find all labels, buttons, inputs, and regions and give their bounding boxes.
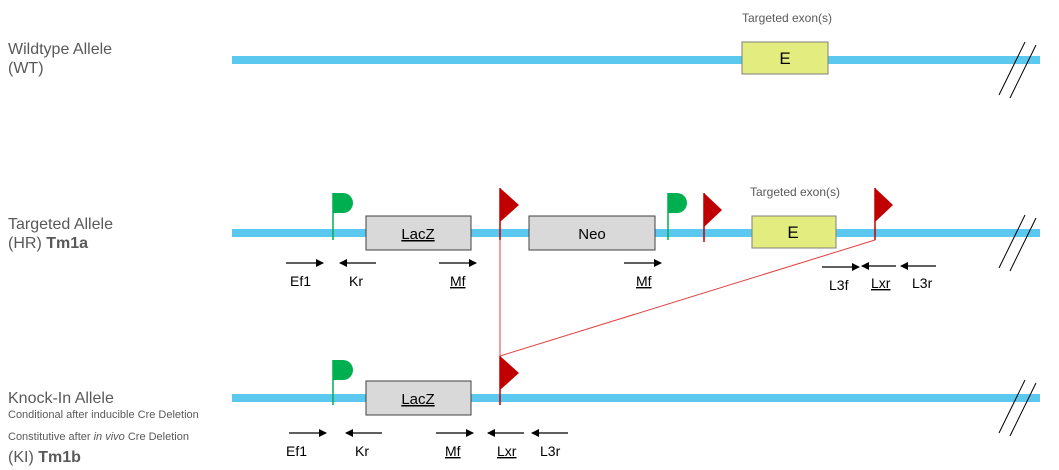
ki-primer-label-lxr: Lxr bbox=[497, 443, 517, 459]
targeted-exon-box bbox=[751, 215, 837, 249]
wildtype-allele-label: Wildtype Allele (WT) bbox=[8, 40, 112, 78]
knockin-note2-pre: Constitutive after bbox=[8, 431, 94, 443]
wildtype-allele-code: (WT) bbox=[8, 60, 44, 77]
ki-primer-label-kr: Kr bbox=[355, 443, 369, 459]
targeted-break-mark bbox=[998, 214, 1037, 272]
targeted-neo-label: Neo bbox=[578, 226, 606, 243]
targeted-allele-code: (HR) bbox=[8, 235, 42, 252]
knockin-break-mark bbox=[998, 379, 1037, 437]
wildtype-allele-name: Wildtype Allele bbox=[8, 41, 113, 58]
knockin-note-conditional: Conditional after inducible Cre Deletion bbox=[8, 409, 199, 421]
cre-deletion-line-right bbox=[499, 239, 876, 357]
targeted-exon-label: E bbox=[787, 223, 798, 242]
knockin-loxp-flag bbox=[499, 356, 519, 405]
knockin-note2-em: in vivo bbox=[93, 431, 125, 443]
loxp-flag-3 bbox=[874, 188, 893, 240]
primer-label-l3r: L3r bbox=[912, 275, 933, 291]
primer-label-l3f: L3f bbox=[829, 277, 849, 293]
knockin-allele-code: (KI) bbox=[8, 449, 34, 466]
primer-label-lxr: Lxr bbox=[871, 275, 891, 291]
targeted-lacz-label: LacZ bbox=[401, 226, 434, 243]
frt-flag-2 bbox=[667, 193, 687, 240]
ki-primer-label-l3r: L3r bbox=[540, 443, 561, 459]
knockin-note2-post: Cre Deletion bbox=[124, 431, 189, 443]
loxp-flag-2 bbox=[703, 193, 722, 242]
primer-label-mf-2: Mf bbox=[636, 273, 652, 289]
frt-flag-1 bbox=[332, 193, 353, 240]
ki-primer-label-mf: Mf bbox=[445, 443, 461, 459]
loxp-flag-1 bbox=[499, 188, 519, 240]
targeted-allele-label: Targeted Allele (HR) Tm1a bbox=[8, 215, 113, 253]
ki-primer-label-ef1: Ef1 bbox=[286, 443, 307, 459]
targeted-allele-name: Targeted Allele bbox=[8, 216, 113, 233]
primer-label-mf-1: Mf bbox=[450, 273, 466, 289]
targeted-exon-caption: Targeted exon(s) bbox=[750, 185, 840, 199]
wildtype-exon-label: E bbox=[779, 49, 790, 68]
wildtype-exon-caption: Targeted exon(s) bbox=[742, 11, 832, 25]
wildtype-exon-box bbox=[741, 41, 829, 75]
targeted-neo-box bbox=[528, 215, 656, 251]
primer-label-kr: Kr bbox=[349, 273, 363, 289]
knockin-frt-flag bbox=[332, 360, 353, 405]
knockin-allele-name: Knock-In Allele bbox=[8, 390, 114, 407]
knockin-allele-code-line: (KI) Tm1b bbox=[8, 448, 199, 467]
primer-label-ef1: Ef1 bbox=[290, 273, 311, 289]
knockin-allele-label: Knock-In Allele Conditional after induci… bbox=[8, 389, 199, 467]
knockin-lacz-box bbox=[365, 380, 472, 416]
wildtype-break-mark bbox=[998, 41, 1037, 99]
knockin-note-constitutive: Constitutive after in vivo Cre Deletion bbox=[8, 431, 199, 444]
knockin-allele-tm1b: Tm1b bbox=[38, 449, 81, 466]
knockin-lacz-label: LacZ bbox=[401, 391, 434, 408]
targeted-allele-tm1a: Tm1a bbox=[46, 235, 89, 252]
targeted-lacz-box bbox=[365, 215, 472, 251]
